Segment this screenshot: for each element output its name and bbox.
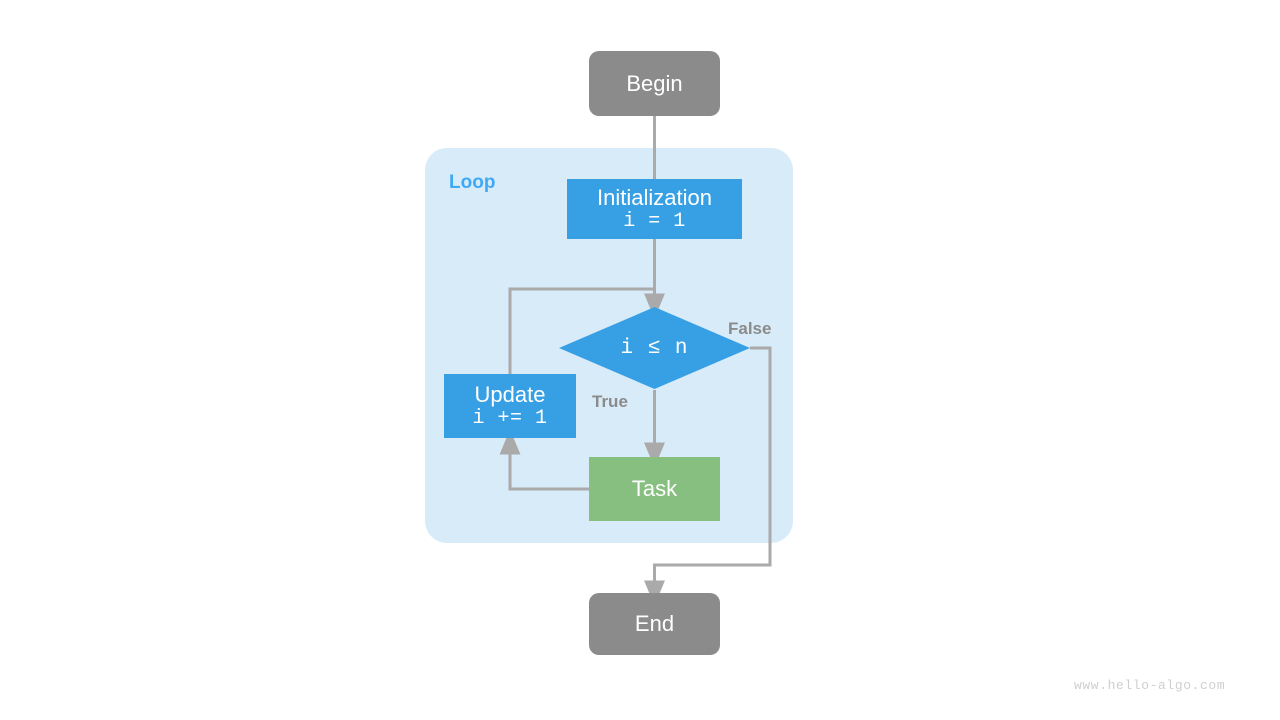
node-initialization-label: Initialization bbox=[597, 184, 712, 210]
watermark-url: www.hello-algo.com bbox=[1074, 678, 1226, 693]
edge-condition-to-end bbox=[644, 346, 772, 606]
node-update-sublabel: i += 1 bbox=[472, 407, 548, 431]
node-initialization[interactable]: Initialization i = 1 bbox=[567, 179, 742, 239]
node-update[interactable]: Update i += 1 bbox=[444, 374, 576, 438]
node-task-label: Task bbox=[631, 476, 678, 502]
node-task[interactable]: Task bbox=[589, 457, 720, 521]
edge-label-false: False bbox=[728, 319, 772, 338]
edge-label-true: True bbox=[592, 392, 628, 411]
node-end[interactable]: End bbox=[589, 593, 720, 655]
node-begin-label: Begin bbox=[626, 70, 683, 96]
edge-update-to-condition bbox=[508, 287, 655, 374]
node-initialization-sublabel: i = 1 bbox=[623, 210, 686, 234]
loop-group-label: Loop bbox=[449, 172, 496, 193]
node-end-label: End bbox=[634, 611, 675, 637]
node-update-label: Update bbox=[474, 381, 546, 407]
node-begin[interactable]: Begin bbox=[589, 51, 720, 116]
condition-diamond[interactable] bbox=[559, 307, 750, 389]
edge-task-to-update bbox=[499, 429, 589, 491]
